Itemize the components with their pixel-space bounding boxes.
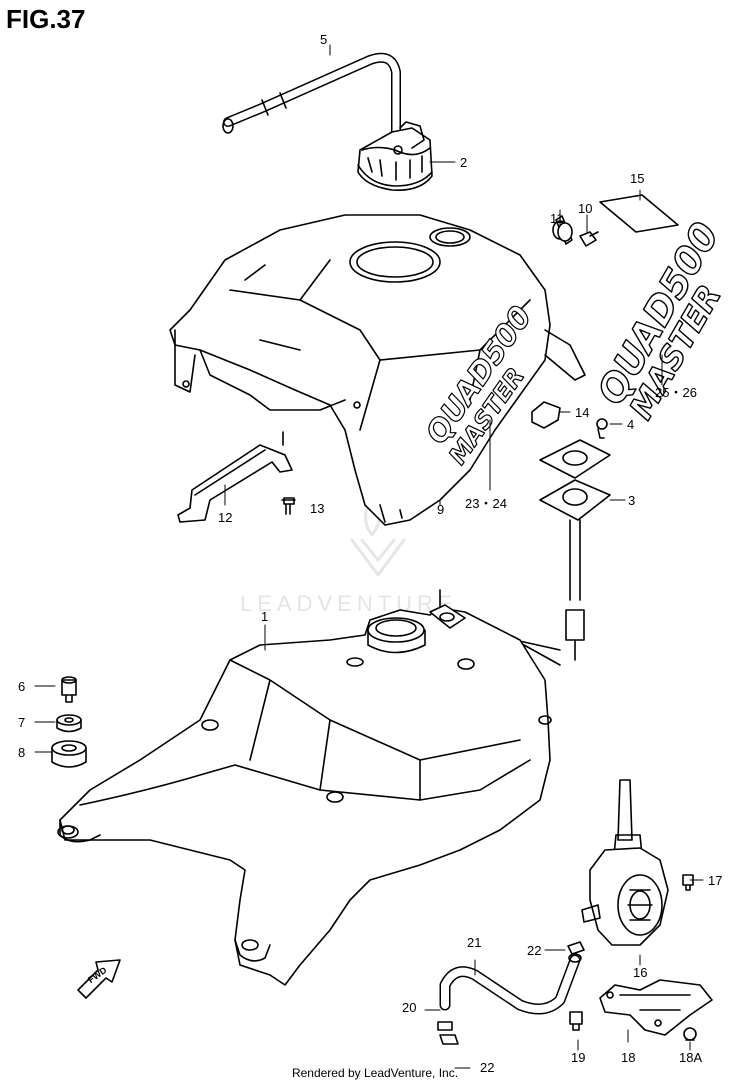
screw-19[interactable] [569,1011,583,1031]
callout-5: 5 [320,32,327,47]
bolt-18a[interactable] [683,1027,697,1041]
bolt-10[interactable] [579,231,599,247]
callout-labels: 5 2 15 11 10 25・26 14 4 3 23・24 9 13 12 … [18,32,722,1075]
callout-12: 12 [218,510,232,525]
clip-22-lower[interactable] [439,1034,459,1045]
callout-22-upper: 22 [527,943,541,958]
fuel-cap[interactable] [357,121,433,192]
callout-2: 2 [460,155,467,170]
cover-bracket[interactable] [177,431,293,523]
bolt-17[interactable] [682,874,694,891]
bolt-6[interactable] [61,676,77,703]
callout-17: 17 [708,873,722,888]
figure-title: FIG.37 [6,4,86,34]
screw-4[interactable] [596,418,608,439]
callout-18: 18 [621,1050,635,1065]
cushion-8[interactable] [51,740,87,768]
callout-9: 9 [437,502,444,517]
grommet-14[interactable] [531,401,561,429]
screw-13[interactable] [281,497,296,515]
fuel-level-sensor[interactable] [539,479,611,661]
callout-21: 21 [467,935,481,950]
callout-7: 7 [18,715,25,730]
fuel-hose[interactable] [437,953,582,1031]
fuel-tank[interactable] [57,604,552,986]
callout-11: 11 [550,211,564,226]
clip-22-upper[interactable] [567,941,585,955]
fuel-valve[interactable] [581,779,669,946]
callout-1: 1 [261,609,268,624]
pad-15[interactable] [599,194,679,233]
callout-20: 20 [402,1000,416,1015]
callout-23-24: 23・24 [465,496,507,511]
leader-lines [34,44,704,1069]
gasket-plate[interactable] [539,439,611,479]
callout-10: 10 [578,201,592,216]
collar-11[interactable] [552,215,573,245]
footer-credit: Rendered by LeadVenture, Inc. [291,1066,459,1080]
callout-25-26: 25・26 [655,385,697,400]
callout-6: 6 [18,679,25,694]
callout-18a: 18A [679,1050,702,1065]
callout-4: 4 [627,417,634,432]
callout-22-lower: 22 [480,1060,494,1075]
callout-14: 14 [575,405,589,420]
callout-15: 15 [630,171,644,186]
callout-19: 19 [571,1050,585,1065]
fwd-arrow [77,959,121,999]
callout-3: 3 [628,493,635,508]
callout-13: 13 [310,501,324,516]
washer-7[interactable] [56,714,82,733]
callout-8: 8 [18,745,25,760]
breather-hose[interactable] [222,52,401,155]
valve-bracket[interactable] [599,979,713,1036]
callout-16: 16 [633,965,647,980]
watermark-text: LEADVENTURE [240,591,458,616]
